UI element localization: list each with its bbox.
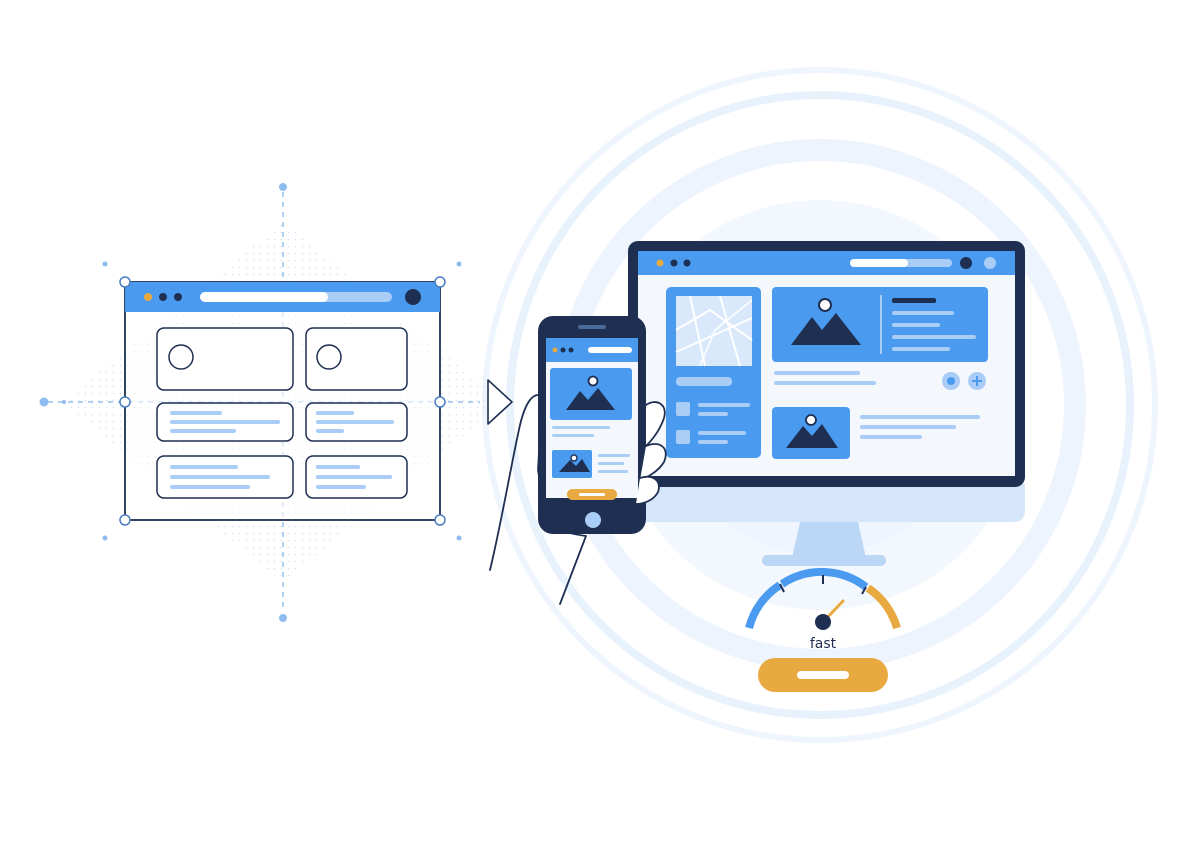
map-icon: [675, 295, 753, 367]
wireframe-browser-icon: [39, 183, 505, 622]
image-placeholder-icon: [786, 414, 838, 448]
play-triangle-icon: [487, 379, 513, 425]
speedometer-gauge-icon: fast: [745, 567, 901, 692]
speed-label: fast: [810, 636, 837, 652]
image-placeholder-icon: [791, 298, 861, 345]
hand-icon: [489, 394, 667, 605]
smartphone-icon: [538, 316, 646, 534]
desktop-monitor-icon: [628, 241, 1025, 566]
